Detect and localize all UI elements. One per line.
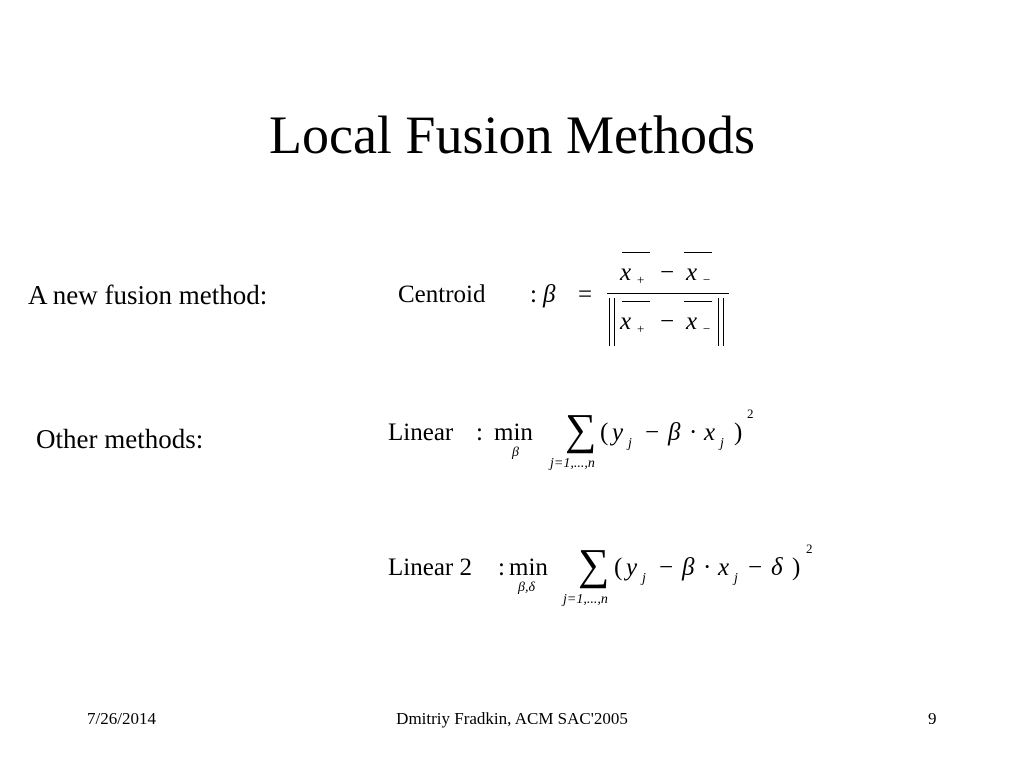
denominator-minus-sub: − <box>703 321 711 336</box>
norm-right-2 <box>723 298 725 346</box>
linear2-beta: β <box>682 554 695 581</box>
norm-right-1 <box>718 298 720 346</box>
new-method-label: A new fusion method: <box>28 280 268 310</box>
centroid-equals: = <box>578 281 593 308</box>
linear-minus: − <box>645 419 660 446</box>
linear2-x-sub: j <box>734 571 738 586</box>
linear-y-sub: j <box>628 436 632 451</box>
denominator-xminus-bar <box>684 301 712 303</box>
linear2-sum-sign: ∑ <box>578 540 610 589</box>
linear2-minus-2: − <box>748 554 763 581</box>
denominator-plus-sub: + <box>637 321 645 336</box>
linear2-sum-sub: j=1,...,n <box>563 592 608 607</box>
denominator-x-minus: x <box>686 308 698 335</box>
other-methods-label: Other methods: <box>36 424 204 454</box>
numerator-xplus-bar <box>622 252 650 254</box>
linear-sum-sign: ∑ <box>565 405 597 454</box>
linear-x: x <box>704 419 716 446</box>
linear2-delta: δ <box>771 554 783 581</box>
denominator-x-plus: x <box>620 308 632 335</box>
linear-dot: · <box>689 419 698 446</box>
linear2-power: 2 <box>806 541 813 556</box>
linear-power: 2 <box>747 406 754 421</box>
linear2-x: x <box>718 554 730 581</box>
linear-x-sub: j <box>720 436 724 451</box>
linear-min: min <box>494 419 533 446</box>
numerator-minus-sub: − <box>703 272 711 287</box>
linear2-dot: · <box>703 554 712 581</box>
linear-paren-open: ( <box>600 419 609 446</box>
numerator-xminus-bar <box>684 252 712 254</box>
linear-min-sub: β <box>512 445 519 460</box>
slide-title: Local Fusion Methods <box>269 105 755 165</box>
linear2-name: Linear 2 <box>388 554 472 581</box>
denominator-xplus-bar <box>622 301 650 303</box>
centroid-beta: β <box>543 281 556 308</box>
fraction-bar <box>607 293 729 295</box>
linear2-min-sub: β,δ <box>518 580 535 595</box>
numerator-x-plus: x <box>620 259 632 286</box>
norm-left-2 <box>614 298 616 346</box>
centroid-name: Centroid <box>398 281 486 308</box>
linear2-y: y <box>626 554 638 581</box>
linear2-colon: : <box>498 554 505 581</box>
numerator-minus: − <box>660 259 675 286</box>
linear2-minus-1: − <box>659 554 674 581</box>
linear2-paren-open: ( <box>614 554 623 581</box>
linear-beta: β <box>668 419 681 446</box>
footer-date: 7/26/2014 <box>87 709 156 728</box>
denominator-minus: − <box>660 308 675 335</box>
numerator-x-minus: x <box>686 259 698 286</box>
linear-paren-close: ) <box>734 419 743 446</box>
numerator-plus-sub: + <box>637 272 645 287</box>
linear2-paren-close: ) <box>792 554 801 581</box>
linear-y: y <box>612 419 624 446</box>
linear2-min: min <box>509 554 548 581</box>
footer-center: Dmitriy Fradkin, ACM SAC'2005 <box>396 709 628 728</box>
linear-sum-sub: j=1,...,n <box>550 456 595 471</box>
linear-colon: : <box>476 419 483 446</box>
page-number: 9 <box>928 709 937 728</box>
linear2-y-sub: j <box>642 571 646 586</box>
linear-name: Linear <box>388 419 454 446</box>
norm-left-1 <box>609 298 611 346</box>
centroid-colon: : <box>530 281 537 308</box>
